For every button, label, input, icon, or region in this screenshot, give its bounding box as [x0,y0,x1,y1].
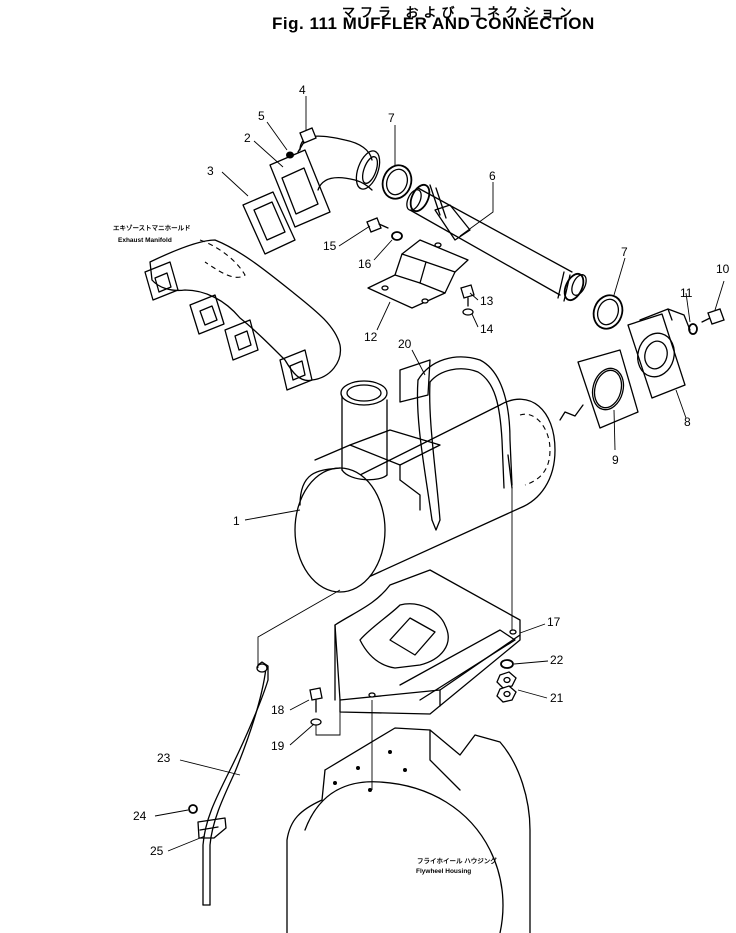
exhaust-manifold-label-jp: エキゾーストマニホールド [113,223,191,232]
callout-5: 5 [258,109,265,123]
assembly-lines [257,488,513,790]
callout-1: 1 [233,514,240,528]
sleeve-25 [197,817,227,839]
drain-tube-23 [202,661,269,906]
washer-22 [500,659,514,669]
washer-19 [310,718,322,726]
clamp-24 [188,804,198,814]
bracket-12 [367,239,469,309]
callout-16: 16 [358,257,372,271]
bolt-10 [701,308,725,325]
exhaust-manifold-label: Exhaust Manifold [118,237,172,244]
bolt-18 [309,687,323,713]
callout-24: 24 [133,809,147,823]
callout-7-upper: 7 [388,111,395,125]
nut-21 [496,671,517,703]
washer-16 [391,231,403,241]
flywheel-housing-label: Flywheel Housing [416,868,471,875]
leader-lines [154,96,725,852]
callout-22: 22 [550,653,564,667]
callout-20: 20 [398,337,412,351]
washer-14 [462,308,474,316]
callout-15: 15 [323,239,337,253]
callout-11: 11 [680,286,693,300]
callout-23: 23 [157,751,171,765]
manifold-port-3 [224,319,259,361]
exhaust-manifold [144,239,342,391]
washer-5 [286,151,294,159]
callout-9: 9 [612,453,619,467]
gasket-9 [577,349,639,429]
figure-title-japanese: マフラ および コネクション [342,6,578,21]
flywheel-housing-label-jp: フライホイール ハウジング [417,856,497,865]
manifold-port-4 [279,349,313,391]
callout-14: 14 [480,322,494,336]
washer-11 [688,323,698,335]
callout-7-lower: 7 [621,245,628,259]
callout-12: 12 [364,330,378,344]
clamp-ring-7-lower [592,294,624,330]
clamp-ring-7-upper [381,164,413,200]
callout-13: 13 [480,294,494,308]
callout-8: 8 [684,415,691,429]
bolt-15 [366,217,389,233]
callout-3: 3 [207,164,214,178]
callout-10: 10 [716,262,730,276]
support-bracket-17 [334,569,521,715]
pipe-6 [406,183,587,302]
gasket-9-break-line [559,404,584,421]
callout-18: 18 [271,703,285,717]
bolt-4 [297,127,317,153]
callout-17: 17 [547,615,561,629]
band-20 [399,356,513,531]
callout-21: 21 [550,691,564,705]
flywheel-housing [286,727,531,933]
manifold-port-2 [189,294,225,335]
gasket-3 [242,191,296,255]
callout-2: 2 [244,131,251,145]
callout-25: 25 [150,844,164,858]
callout-6: 6 [489,169,496,183]
manifold-port-1 [144,261,179,301]
muffler-1 [294,380,556,593]
callout-19: 19 [271,739,285,753]
callout-4: 4 [299,83,306,97]
callout-numbers: 4 5 2 3 7 6 7 10 11 15 16 13 14 12 20 8 … [133,83,730,858]
figure-title: Fig. 111 MUFFLER AND CONNECTION [272,14,595,33]
outlet-flange-8 [627,308,691,399]
bolt-13 [460,284,475,307]
